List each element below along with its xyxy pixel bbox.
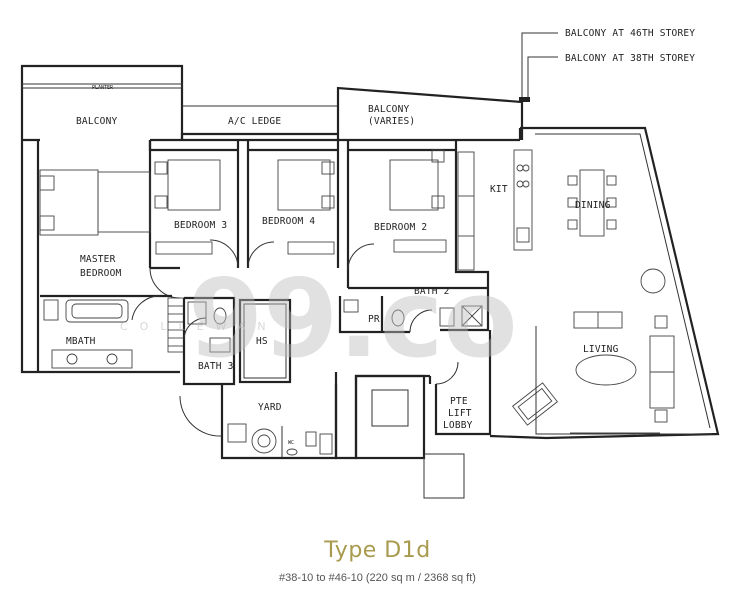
label-balcony-46th: BALCONY AT 46TH STOREY (565, 28, 695, 39)
label-yard: YARD (258, 402, 282, 413)
pte-lift-lobby: PTE LIFT LOBBY (434, 330, 547, 440)
label-master-1: MASTER (80, 254, 116, 265)
bath-3: BATH 3 (182, 296, 236, 386)
dining: DINING (567, 169, 666, 294)
label-mbath: MBATH (66, 336, 96, 347)
label-bedroom-4: BEDROOM 4 (262, 216, 315, 227)
unit-range-caption: #38-10 to #46-10 (220 sq m / 2368 sq ft) (279, 572, 476, 584)
outer-walls (20, 126, 720, 440)
bedroom-2: BEDROOM 2 (346, 140, 456, 288)
living: LIVING (512, 311, 712, 435)
label-balcony-varies-1: BALCONY (368, 104, 410, 115)
label-pte-3: LOBBY (443, 420, 473, 431)
bedroom-4: BEDROOM 4 (246, 140, 340, 269)
label-wc: WC (288, 440, 294, 446)
label-master-2: BEDROOM (80, 268, 122, 279)
kitchen: KIT (454, 140, 533, 292)
bath-2: BATH 2 (348, 286, 490, 332)
master-bath: MBATH (40, 294, 185, 369)
top-balconies: PLANTER BALCONY A/C LEDGE BALCONY (VARIE… (20, 64, 524, 140)
service-core (334, 372, 465, 499)
label-balcony-38th: BALCONY AT 38TH STOREY (565, 53, 695, 64)
household-shelter: HS (238, 298, 292, 384)
watermark: 99.co COLLEWAN (120, 257, 518, 382)
label-hs: HS (256, 336, 268, 347)
master-bedroom: MASTER BEDROOM (39, 140, 181, 299)
label-ac-ledge: A/C LEDGE (228, 116, 281, 127)
label-kit: KIT (490, 184, 508, 195)
label-pte-2: LIFT (448, 408, 472, 419)
balcony-callouts: BALCONY AT 46TH STOREY BALCONY AT 38TH S… (519, 28, 695, 102)
bedroom-3: BEDROOM 3 (148, 140, 240, 270)
label-living: LIVING (583, 344, 619, 355)
watermark-sub: COLLEWAN (120, 320, 278, 333)
label-planter: PLANTER (92, 85, 114, 91)
powder-room: PR (338, 296, 433, 334)
watermark-logo: 99.co (188, 257, 518, 382)
yard: YARD WC (179, 384, 338, 460)
label-bedroom-3: BEDROOM 3 (174, 220, 227, 231)
label-bedroom-2: BEDROOM 2 (374, 222, 427, 233)
label-dining: DINING (575, 200, 611, 211)
unit-type-title: Type D1d (324, 538, 431, 563)
label-bath-3: BATH 3 (198, 361, 234, 372)
label-balcony-varies-2: (VARIES) (368, 116, 415, 127)
label-pr: PR (368, 314, 380, 325)
label-pte-1: PTE (450, 396, 468, 407)
label-bath-2: BATH 2 (414, 286, 450, 297)
label-balcony-left: BALCONY (76, 116, 118, 127)
